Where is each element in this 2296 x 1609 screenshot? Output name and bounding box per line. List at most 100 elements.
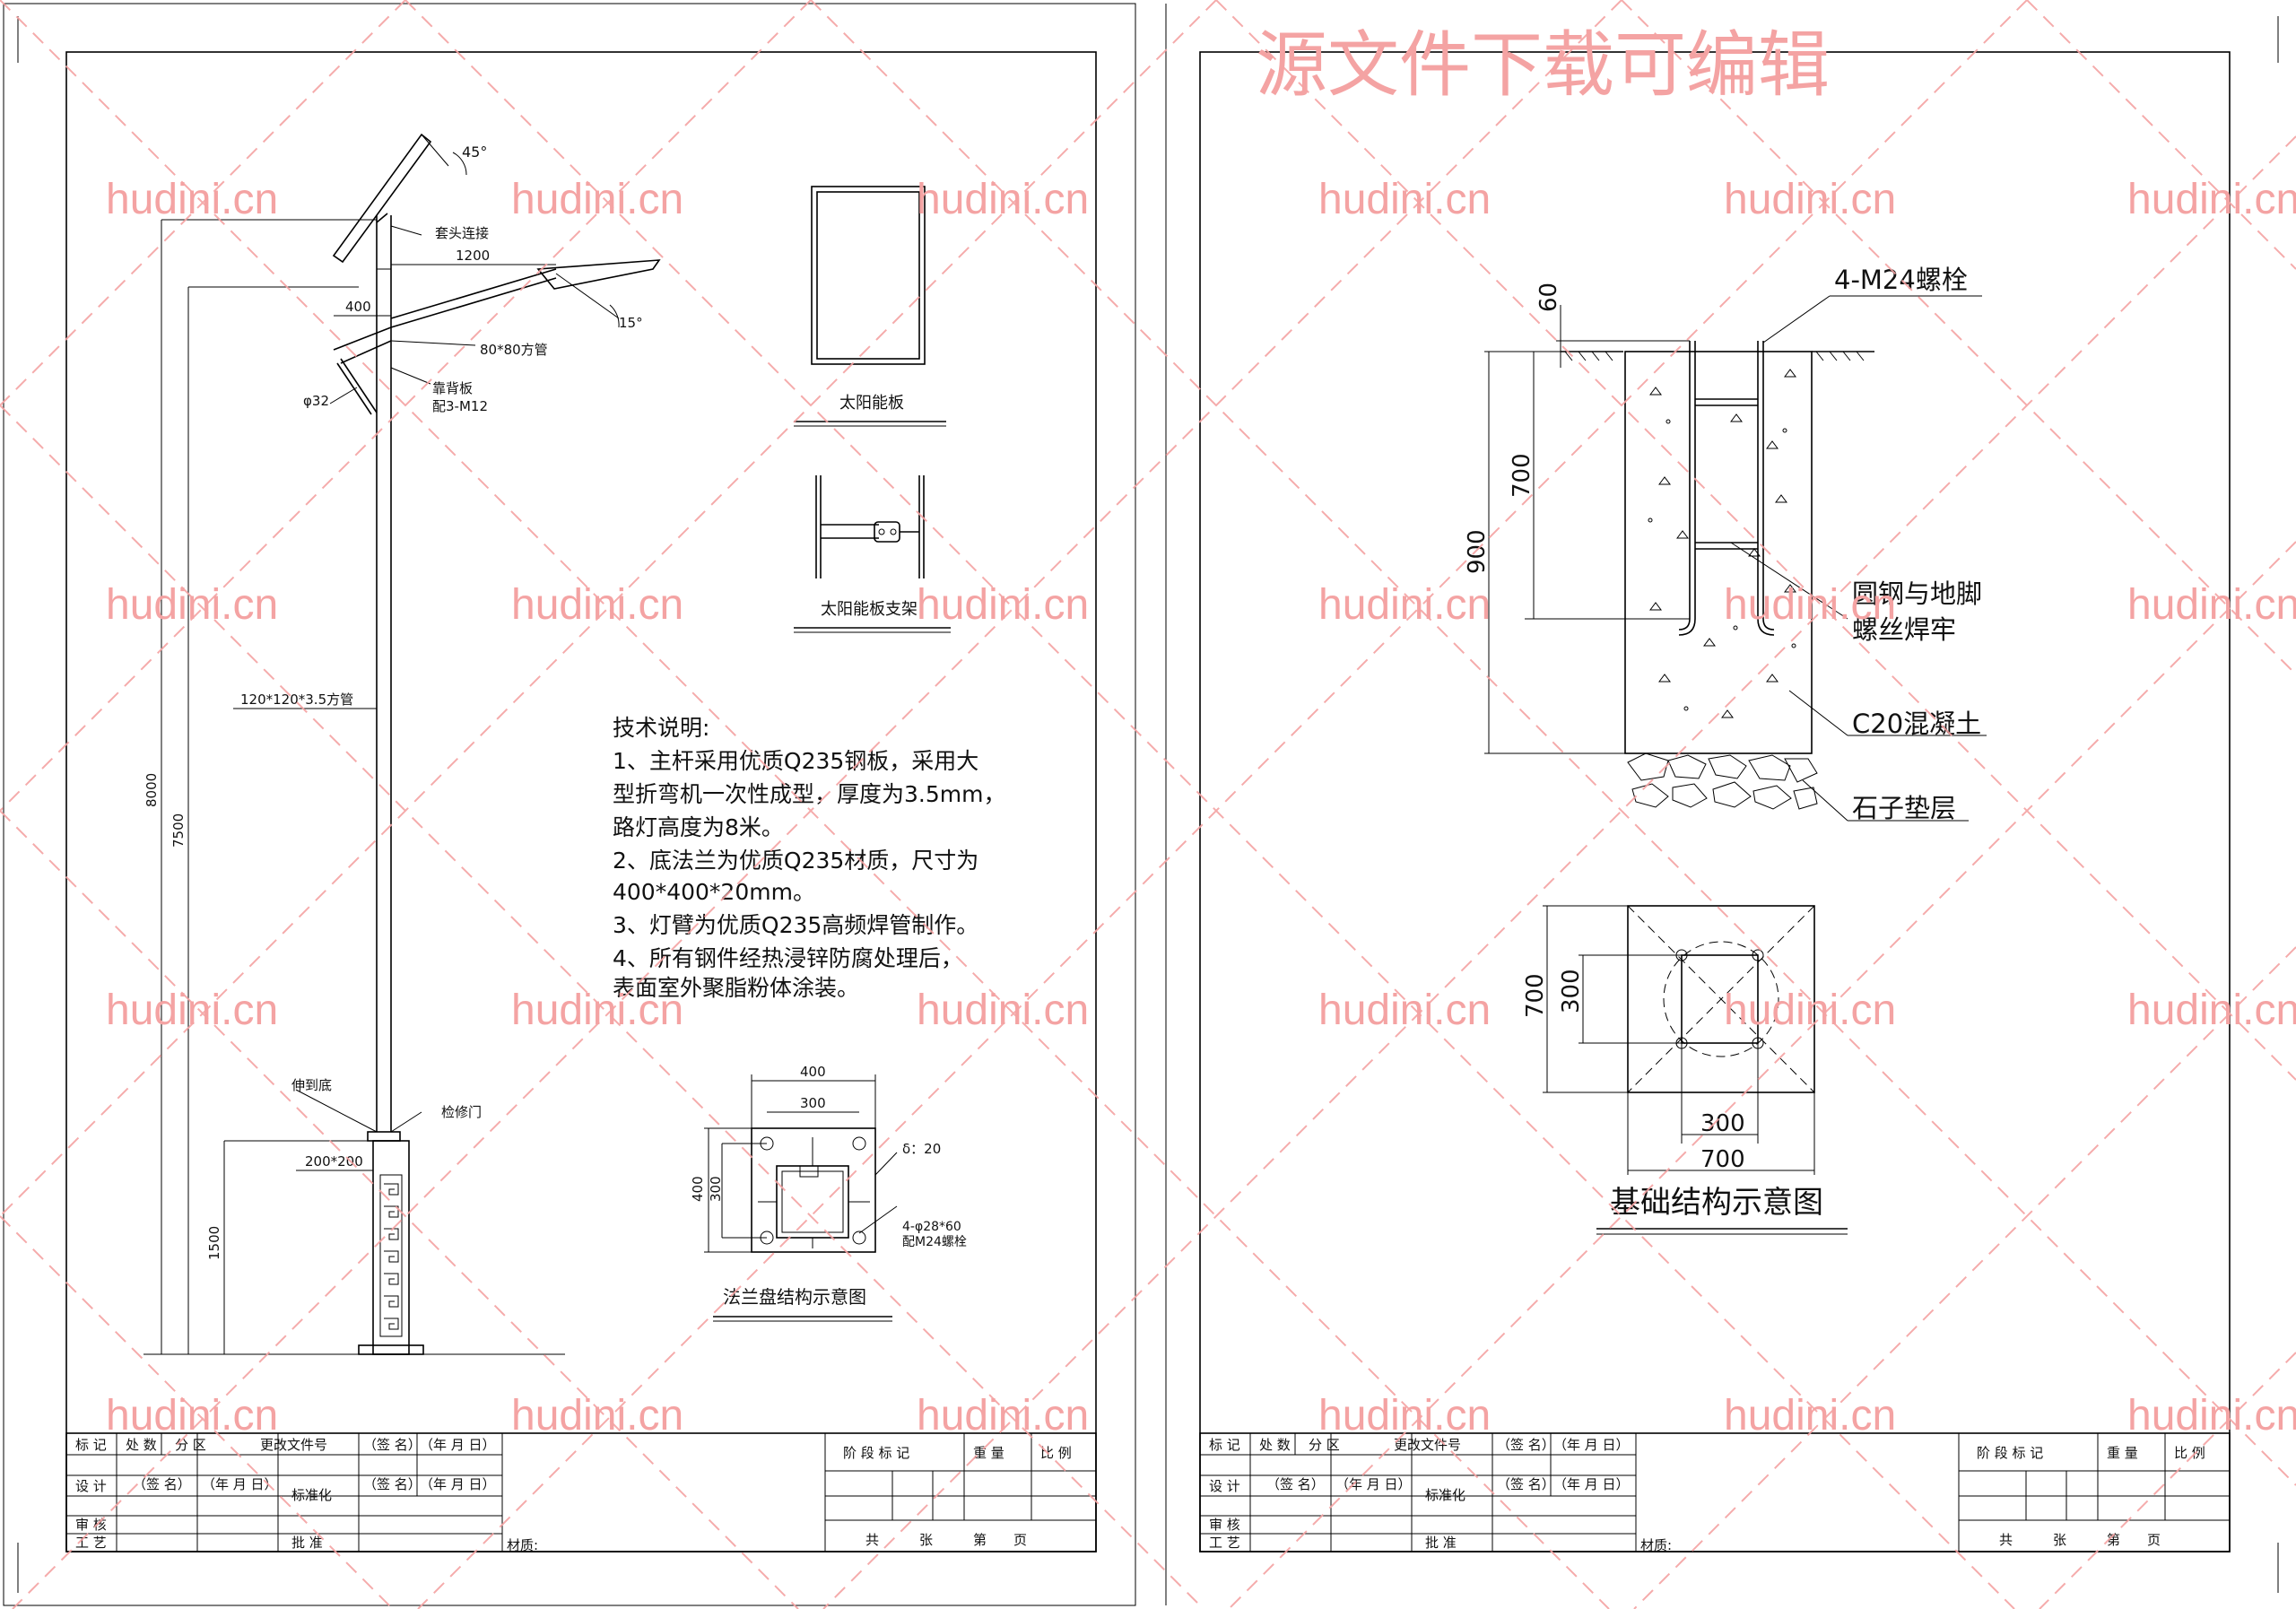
pole-base-box (372, 1140, 410, 1355)
drawing-label: 80*80方管 (480, 342, 548, 358)
drawing-label: 材质: (507, 1537, 538, 1553)
drawing-label: 圆钢与地脚 (1852, 578, 1982, 609)
drawing-label: 张 (2053, 1532, 2066, 1548)
drawing-label: hudini.cn (2127, 1392, 2296, 1439)
drawing-label: 材质: (1640, 1537, 1672, 1553)
drawing-label: 审 核 (1209, 1517, 1240, 1533)
drawing-label: 配M24螺栓 (902, 1235, 967, 1249)
right-sheet-border (1165, 4, 2279, 1605)
notes-line: 1、主杆采用优质Q235钢板，采用大 (613, 748, 978, 774)
drawing-label: 套头连接 (435, 225, 489, 241)
drawing-label: 第 (2107, 1532, 2120, 1548)
drawing-label: 批 准 (291, 1535, 323, 1551)
drawing-label: 螺丝焊牢 (1852, 614, 1956, 645)
drawing-label: （签 名） (133, 1476, 191, 1492)
drawing-label: （签 名） (1266, 1476, 1325, 1492)
drawing-label: 比 例 (2174, 1445, 2205, 1461)
drawing-label: 第 (973, 1532, 987, 1548)
drawing-label: 伸到底 (291, 1077, 332, 1093)
drawing-label: hudini.cn (106, 176, 278, 223)
technical-notes: 技术说明: 1、主杆采用优质Q235钢板，采用大 型折弯机一次性成型，厚度为3.… (613, 715, 1005, 1001)
drawing-label: 900 (1464, 529, 1491, 574)
drawing-label: 400 (690, 1176, 706, 1202)
watermark-banner: 源文件下载可编辑 (1256, 23, 1830, 107)
drawing-label: 8000 (144, 773, 160, 807)
drawing-label: （年 月 日） (1553, 1476, 1630, 1492)
drawing-label: 阶 段 标 记 (843, 1445, 909, 1461)
drawing-label: hudini.cn (917, 987, 1089, 1034)
drawing-label: 处 数 (126, 1437, 157, 1453)
drawing-label: （年 月 日） (420, 1437, 496, 1453)
drawing-label: 批 准 (1425, 1535, 1457, 1551)
drawing-label: hudini.cn (1318, 176, 1491, 223)
notes-line: 路灯高度为8米。 (613, 814, 784, 840)
drawing-label: 300 (1700, 1110, 1745, 1137)
solar-panel-side (332, 133, 432, 264)
drawing-label: hudini.cn (106, 581, 278, 629)
drawing-label: 700 (1522, 973, 1549, 1018)
drawing-label: （年 月 日） (1335, 1476, 1412, 1492)
bracket-view: 太阳能板支架 (794, 475, 951, 633)
drawing-label: 处 数 (1259, 1437, 1291, 1453)
drawing-label: （签 名） (1497, 1476, 1555, 1492)
drawing-label: 重 量 (2107, 1445, 2138, 1461)
drawing-label: C20混凝土 (1852, 709, 1981, 739)
drawing-label: 张 (919, 1532, 933, 1548)
drawing-label: hudini.cn (511, 987, 683, 1034)
drawing-label: 300 (800, 1095, 826, 1111)
drawing-label: 设 计 (1209, 1478, 1240, 1494)
drawing-label: φ32 (303, 393, 329, 409)
drawing-label: 300 (708, 1176, 724, 1202)
drawing-label: 分 区 (1309, 1437, 1340, 1453)
drawing-label: hudini.cn (106, 987, 278, 1034)
drawing-label: （签 名） (1497, 1437, 1555, 1453)
drawing-label: 石子垫层 (1852, 793, 1956, 823)
title-block-right: 标 记 处 数 分 区 更改文件号 （签 名） （年 月 日） 设 计 （签 名… (1199, 1432, 2231, 1553)
notes-line: 2、底法兰为优质Q235材质，尺寸为 (613, 848, 978, 874)
drawing-label: hudini.cn (1724, 1392, 1896, 1439)
drawing-label: hudini.cn (106, 1392, 278, 1439)
flange-detail: 400 300 400 300 δ：20 4-φ28*60 配M24螺栓 法兰盘… (690, 1064, 967, 1322)
title-block-left: 标 记 处 数 分 区 更改文件号 （签 名） （年 月 日） 设 计 （签 名… (65, 1432, 1097, 1553)
drawing-label: 阶 段 标 记 (1977, 1445, 2043, 1461)
drawing-label: 60 (1535, 283, 1562, 312)
drawing-label: 120*120*3.5方管 (240, 691, 353, 708)
drawing-label: 比 例 (1040, 1445, 1072, 1461)
foundation-plan: 700 300 300 700 基础结构示意图 (1522, 905, 1848, 1235)
notes-title: 技术说明: (613, 715, 709, 741)
drawing-label: 基础结构示意图 (1610, 1185, 1823, 1221)
drawing-label: 法兰盘结构示意图 (723, 1286, 866, 1308)
drawing-label: 工 艺 (1209, 1535, 1240, 1551)
drawing-label: 配3-M12 (432, 398, 488, 414)
drawing-label: hudini.cn (511, 176, 683, 223)
drawing-label: 分 区 (175, 1437, 206, 1453)
drawing-label: 400 (800, 1064, 826, 1080)
drawing-label: 700 (1700, 1146, 1745, 1173)
solar-panel-view: 太阳能板 (794, 186, 946, 427)
drawing-label: （年 月 日） (420, 1476, 496, 1492)
drawing-label: hudini.cn (917, 176, 1089, 223)
drawing-label: hudini.cn (511, 1392, 683, 1439)
drawing-label: 4-M24螺栓 (1834, 265, 1968, 295)
drawing-label: 太阳能板 (839, 394, 904, 413)
drawing-label: hudini.cn (1318, 987, 1491, 1034)
drawing-label: 太阳能板支架 (821, 600, 918, 619)
drawing-label: 1200 (456, 248, 490, 264)
drawing-label: hudini.cn (1318, 581, 1491, 629)
drawing-label: 200*200 (305, 1153, 363, 1170)
drawing-label: 重 量 (973, 1445, 1004, 1461)
drawing-label: hudini.cn (1724, 987, 1896, 1034)
drawing-label: 更改文件号 (1394, 1437, 1461, 1453)
drawing-label: hudini.cn (511, 581, 683, 629)
drawing-label: （签 名） (363, 1476, 422, 1492)
drawing-label: δ：20 (902, 1141, 941, 1157)
notes-line: 4、所有钢件经热浸锌防腐处理后， (613, 945, 963, 971)
drawing-label: 15° (619, 315, 643, 331)
drawing-label: hudini.cn (1318, 1392, 1491, 1439)
watermark-text: hudini.cn hudini.cn hudini.cn hudini.cn … (106, 23, 2296, 1439)
drawing-label: 审 核 (75, 1517, 107, 1533)
drawing-label: 标 记 (1209, 1437, 1240, 1453)
